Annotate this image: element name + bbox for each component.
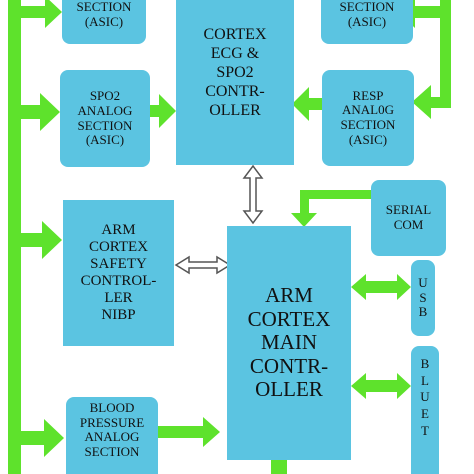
arrow-main-bluetooth [351, 373, 411, 399]
serial-com-block: SERIAL COM [371, 180, 446, 256]
arrow-resp-to-cortex [292, 87, 322, 121]
arrow-bp-to-main [158, 417, 220, 447]
blood-pressure-analog-section-block: BLOOD PRESSURE ANALOG SECTION [66, 397, 158, 474]
arrow-to-arm-safety [21, 221, 62, 259]
arm-cortex-safety-controller-block: ARM CORTEX SAFETY CONTROL- LER NIBP [63, 200, 174, 346]
arrow-spo2-to-cortex [149, 94, 176, 128]
arrow-serial-to-main [291, 190, 371, 227]
arrow-main-usb [351, 274, 411, 300]
arrow-to-resp-analog [412, 85, 451, 119]
top-right-analog-section-block: SECTION (ASIC) [321, 0, 413, 44]
cortex-ecg-spo2-controller-block: CORTEX ECG & SPO2 CONTR- OLLER [176, 0, 294, 165]
resp-analog-section-block: RESP ANAL0G SECTION (ASIC) [322, 70, 414, 166]
usb-block: U S B [411, 260, 435, 336]
arrow-to-ecg-section [21, 0, 62, 28]
ecg-analog-section-block: SECTION (ASIC) [62, 0, 146, 44]
left-bus [8, 0, 21, 474]
arm-cortex-main-controller-block: ARM CORTEX MAIN CONTR- OLLER [227, 226, 351, 460]
bluetooth-block: B L U E T [411, 346, 439, 474]
hollow-arrow-safety-main [174, 255, 232, 275]
right-bus [440, 0, 451, 108]
spo2-analog-section-block: SPO2 ANALOG SECTION (ASIC) [60, 70, 150, 167]
arrow-to-spo2-analog [21, 93, 60, 131]
hollow-arrow-ecg-main [242, 164, 264, 225]
arrow-to-bp-analog [21, 419, 64, 457]
